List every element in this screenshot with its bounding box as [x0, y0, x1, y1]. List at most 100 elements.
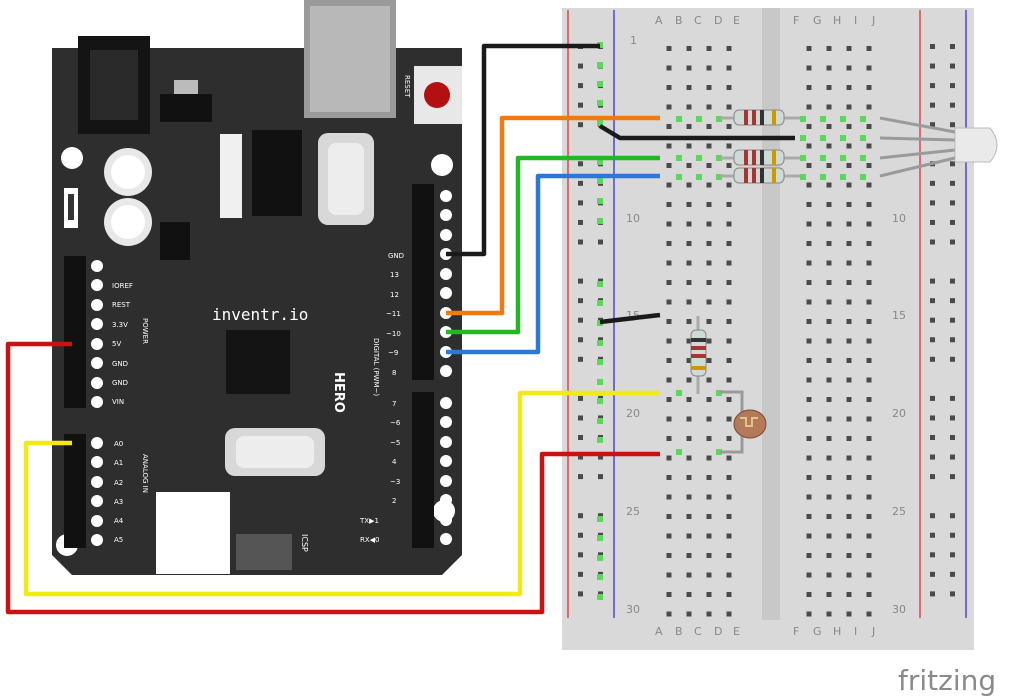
rail-hole [578, 122, 583, 128]
rail-hole [930, 83, 935, 89]
rail-hole [950, 122, 955, 128]
breadboard: A B C D E F G H I J A B C D E F G H I J … [562, 8, 974, 650]
holes-left-bank [656, 32, 744, 618]
rail-hole [950, 474, 955, 480]
col-letter-j-bottom: J [871, 625, 875, 638]
power-pin-labels: IOREF REST 3.3V 5V GND GND VIN [112, 282, 133, 406]
icsp-label: ICSP [300, 534, 309, 552]
resistor-2 [720, 149, 800, 166]
rail-hole [930, 435, 935, 440]
col-letter-i-bottom: I [854, 625, 857, 638]
arduino-board: RESET inventr.io HERO POWER ANALOG IN DI… [52, 0, 462, 575]
pin-label-5: ~5 [390, 439, 400, 447]
voltage-regulator [160, 94, 212, 122]
rail-hole [930, 102, 935, 108]
rgb-led [954, 127, 998, 163]
rail-hole [950, 219, 955, 225]
pin-label-5v: 5V [112, 340, 121, 348]
rail-hole [930, 180, 935, 186]
wire-yellow-a0 [23, 390, 660, 597]
rail-hole [598, 454, 603, 460]
rail-hole [578, 513, 583, 519]
rail-hole [950, 532, 955, 538]
wires [5, 43, 795, 615]
pin-label-11: ~11 [386, 310, 401, 318]
rail-hole [950, 513, 955, 519]
col-letter-g-top: G [813, 14, 822, 27]
six-pin-header [156, 492, 230, 574]
center-channel [762, 8, 780, 620]
pin-label-gnd-2: GND [112, 379, 128, 387]
row-numbers: 1 10 15 20 25 30 10 15 20 25 30 [626, 34, 906, 616]
rail-hole [578, 219, 583, 225]
rail-hole [950, 317, 955, 323]
rail-hole [578, 317, 583, 323]
rail-hole [950, 278, 955, 284]
photoresistor [720, 390, 767, 454]
wire-black-ldr-gnd [599, 312, 661, 325]
row-number-25-right: 25 [892, 505, 906, 518]
pin-label-gnd-1: GND [112, 360, 128, 368]
row-number-15-right: 15 [892, 309, 906, 322]
rail-hole [598, 415, 603, 421]
pin-label-rx0: RX◀0 [360, 536, 380, 544]
rail-hole [930, 513, 935, 519]
col-letter-a-top: A [655, 14, 663, 27]
pin-label-a3: A3 [114, 498, 123, 506]
row-number-20-right: 20 [892, 407, 906, 420]
rail-hole [578, 415, 583, 421]
col-letter-c-top: C [694, 14, 702, 27]
rail-hole [930, 474, 935, 480]
rail-hole [930, 317, 935, 323]
rail-hole [578, 474, 583, 480]
pin-label-10: ~10 [386, 330, 401, 338]
rail-hole [578, 298, 583, 304]
rail-hole [930, 219, 935, 225]
rail-hole [950, 571, 955, 577]
rail-hole [930, 415, 935, 421]
col-letter-i-top: I [854, 14, 857, 27]
rail-hole [598, 474, 603, 480]
pin-label-6: ~6 [390, 419, 401, 427]
rail-hole [578, 591, 583, 597]
rail-hole [578, 571, 583, 577]
pin-label-3: ~3 [390, 478, 400, 486]
pin-label-a2: A2 [114, 479, 123, 487]
rail-hole [930, 63, 935, 69]
wire-black-gnd [446, 43, 600, 257]
pin-label-9: ~9 [388, 349, 398, 357]
highlighted-holes [597, 42, 866, 600]
microcontroller-chip [226, 330, 290, 394]
row-number-10-left: 10 [626, 212, 640, 225]
rail-hole [950, 200, 955, 206]
brand-label: inventr.io [212, 305, 308, 324]
pin-label-gnd-d: GND [388, 252, 404, 260]
rail-hole [578, 200, 583, 206]
rail-hole [578, 102, 583, 108]
wire-green-pin10 [446, 155, 660, 335]
col-letter-e-top: E [733, 14, 740, 27]
rail-hole [930, 122, 935, 128]
pin-label-a0: A0 [114, 440, 123, 448]
reset-button-cap [424, 82, 450, 108]
pin-label-2: 2 [392, 497, 396, 505]
rail-hole [578, 278, 583, 284]
pin-label-a1: A1 [114, 459, 123, 467]
col-letter-h-bottom: H [833, 625, 841, 638]
pin-label-ioref: IOREF [112, 282, 133, 290]
pin-label-tx1: TX▶1 [359, 517, 379, 525]
rail-hole [578, 395, 583, 401]
rail-hole [578, 161, 583, 167]
rail-hole [578, 180, 583, 186]
rail-hole [578, 337, 583, 343]
row-number-30-right: 30 [892, 603, 906, 616]
digital-header-label: DIGITAL (PWM~) [372, 338, 380, 396]
row-number-25-left: 25 [626, 505, 640, 518]
rail-hole [578, 83, 583, 89]
mount-hole-1 [61, 147, 83, 169]
rail-hole [930, 239, 935, 245]
wire-blue-pin9 [446, 173, 660, 355]
usb-chip [252, 130, 302, 216]
resistor-1 [720, 109, 800, 126]
rail-hole [950, 454, 955, 460]
